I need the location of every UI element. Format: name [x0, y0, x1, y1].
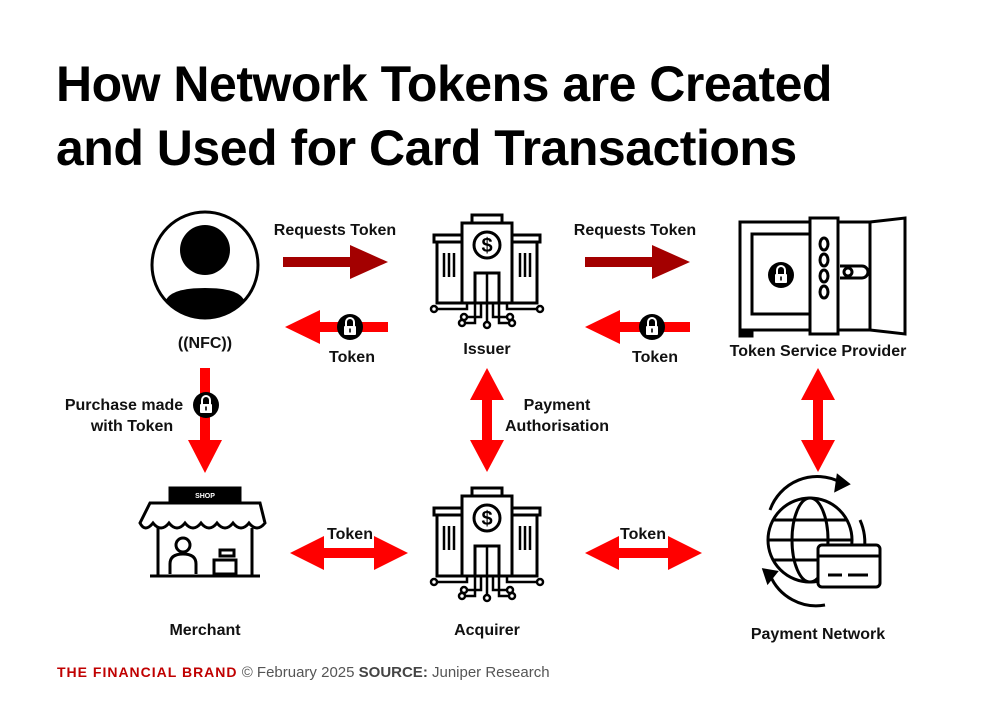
footer: THE FINANCIAL BRAND © February 2025 SOUR… [57, 664, 550, 681]
request-token-arrow-1 [283, 245, 388, 279]
token-label-2: Token [632, 349, 678, 366]
safe-lock-icon [767, 261, 795, 289]
source-label: SOURCE: [358, 664, 428, 681]
issuer-bank-icon [429, 213, 545, 330]
auth-label-2: Authorisation [505, 418, 609, 435]
safe-icon [738, 216, 907, 338]
request-token-label-2: Requests Token [574, 222, 696, 239]
lock-icon [638, 313, 666, 341]
source-value: Juniper Research [431, 664, 550, 681]
acquirer-network-arrow [585, 536, 702, 570]
purchase-arrow [188, 368, 222, 473]
purchase-label-1: Purchase made [65, 397, 183, 414]
request-token-label-1: Requests Token [274, 222, 396, 239]
customer-icon [150, 210, 260, 320]
tsp-label: Token Service Provider [730, 343, 907, 360]
nfc-label: ((NFC)) [178, 335, 232, 352]
lock-icon [192, 391, 220, 419]
title-line-2: and Used for Card Transactions [56, 120, 797, 176]
page-title: How Network Tokens are Created and Used … [56, 52, 832, 180]
merchant-label: Merchant [169, 622, 241, 639]
token-return-arrow-1 [285, 310, 388, 344]
title-line-1: How Network Tokens are Created [56, 56, 832, 112]
payment-network-icon [761, 473, 882, 608]
request-token-arrow-2 [585, 245, 690, 279]
tsp-network-arrow [801, 368, 835, 472]
token-label-1: Token [329, 349, 375, 366]
merchant-acquirer-arrow [290, 536, 408, 570]
payment-network-label: Payment Network [751, 626, 885, 643]
token-label-4: Token [620, 526, 666, 543]
token-return-arrow-2 [585, 310, 690, 344]
acquirer-label: Acquirer [454, 622, 520, 639]
auth-label-1: Payment [524, 397, 591, 414]
purchase-label-2: with Token [90, 418, 173, 435]
issuer-label: Issuer [463, 341, 510, 358]
payment-authorisation-arrow [470, 368, 504, 472]
merchant-shop-icon [138, 486, 267, 578]
shop-sign-text: SHOP [195, 493, 215, 500]
token-label-3: Token [327, 526, 373, 543]
footer-date: © February 2025 [241, 664, 355, 681]
brand-logo: THE FINANCIAL BRAND [57, 664, 238, 680]
acquirer-bank-icon [429, 486, 545, 603]
lock-icon [336, 313, 364, 341]
